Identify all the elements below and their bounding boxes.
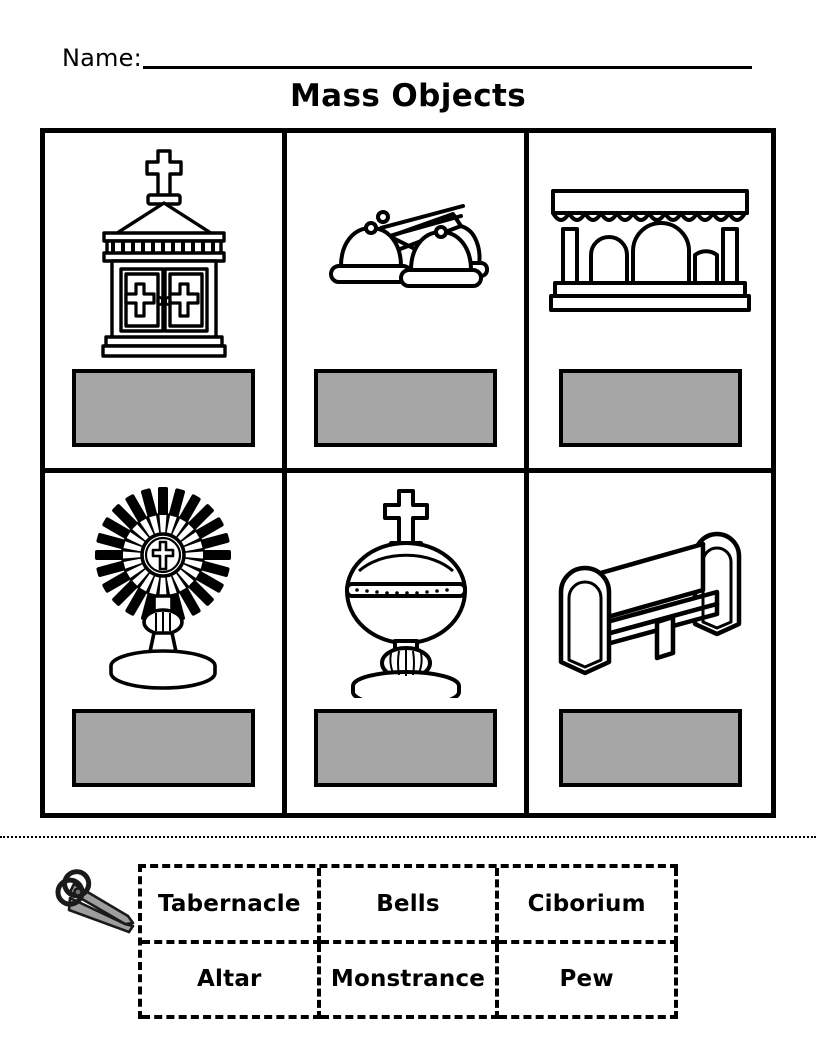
answer-box[interactable] (558, 369, 742, 447)
grid-cell-monstrance (45, 473, 287, 813)
ciborium-icon (287, 473, 524, 701)
cut-line-divider (0, 836, 816, 838)
word-bank-item[interactable]: Ciborium (499, 868, 678, 944)
grid-cell-pew (529, 473, 771, 813)
word-bank-item[interactable]: Monstrance (320, 943, 500, 1019)
tabernacle-icon (45, 133, 282, 361)
page-title: Mass Objects (289, 78, 527, 114)
answer-box[interactable] (72, 369, 255, 447)
pew-icon (529, 473, 771, 701)
word-bank-item[interactable]: Tabernacle (142, 868, 321, 944)
grid-cell-bells (287, 133, 529, 473)
answer-box[interactable] (314, 709, 497, 787)
answer-box[interactable] (558, 709, 742, 787)
word-bank-item[interactable]: Pew (499, 943, 678, 1019)
scissors-icon (44, 862, 136, 934)
monstrance-icon (45, 473, 282, 701)
bells-icon (287, 133, 524, 361)
name-label: Name: (62, 44, 142, 72)
answer-box[interactable] (72, 709, 255, 787)
word-bank: Tabernacle Bells Ciborium Altar Monstran… (138, 864, 678, 1019)
word-bank-item[interactable]: Bells (320, 868, 500, 944)
picture-grid (40, 128, 776, 818)
name-field-row: Name: (62, 38, 752, 72)
grid-cell-ciborium (287, 473, 529, 813)
grid-cell-tabernacle (45, 133, 287, 473)
word-bank-item[interactable]: Altar (142, 943, 321, 1019)
name-input-line[interactable] (142, 66, 752, 69)
altar-icon (529, 133, 771, 361)
grid-cell-altar (529, 133, 771, 473)
answer-box[interactable] (314, 369, 497, 447)
